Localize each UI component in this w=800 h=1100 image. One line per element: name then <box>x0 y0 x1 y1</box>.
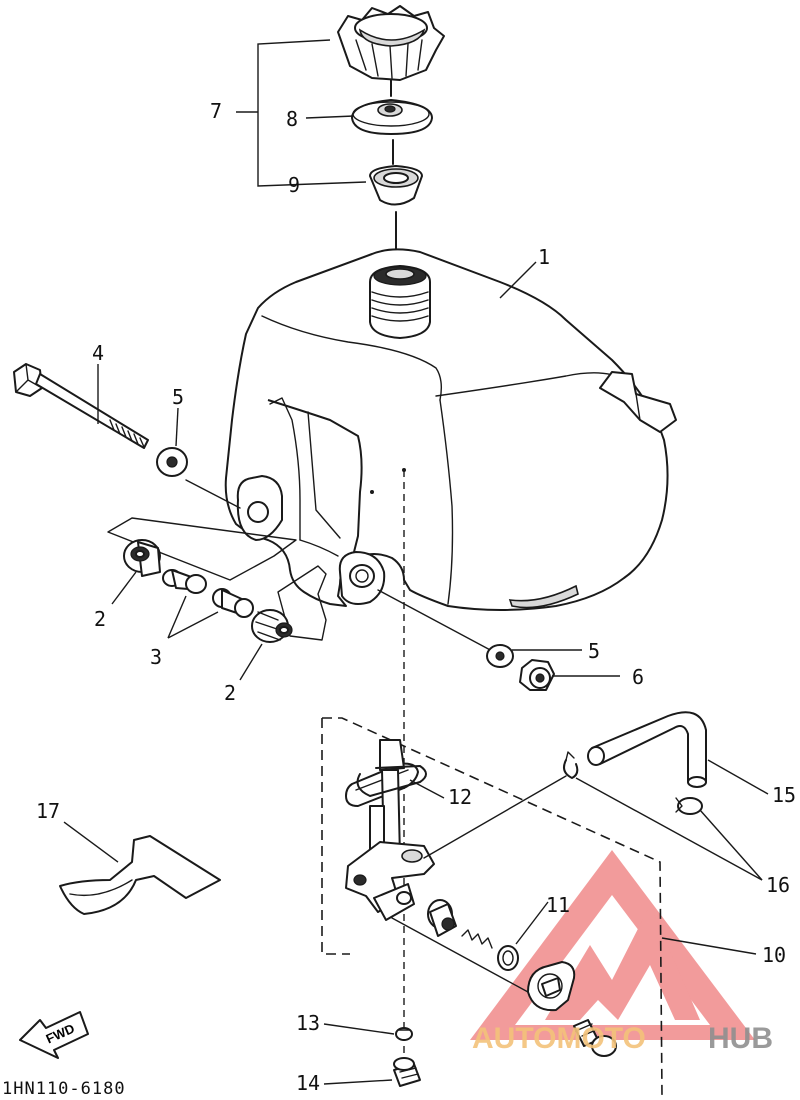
leader-15 <box>707 759 769 795</box>
callout-8: 8 <box>286 107 298 131</box>
watermark-text-automoto: AUTOMOTO <box>472 1022 646 1055</box>
leader-14 <box>323 1079 393 1085</box>
filler-cap-seal <box>369 165 423 206</box>
hose-clip-1 <box>563 751 579 779</box>
leader-1 <box>499 261 537 299</box>
leader-13 <box>323 1023 395 1035</box>
fwd-arrow-icon: FWD <box>19 1011 89 1059</box>
watermark-text-hub: HUB <box>708 1022 773 1055</box>
screw-14 <box>393 1057 421 1087</box>
mount-panel-2 <box>277 565 327 641</box>
damper-lower <box>251 609 293 643</box>
fuel-cock-lever <box>527 961 576 1012</box>
callout-1: 1 <box>538 245 550 269</box>
mount-panel-1 <box>107 517 297 581</box>
hose-leader-line <box>423 775 567 859</box>
watermark-text: AUTOMOTO HUB <box>472 1022 773 1055</box>
leader-11 <box>515 901 549 945</box>
callout-5-lower: 5 <box>588 639 600 663</box>
cap-gasket <box>351 99 433 135</box>
leader-16a <box>699 809 763 881</box>
leader-5a <box>175 407 179 447</box>
callout-9: 9 <box>288 173 300 197</box>
callout-17: 17 <box>36 799 60 823</box>
callout-14: 14 <box>296 1071 320 1095</box>
fuel-cock-spring <box>461 929 493 949</box>
lever-screw <box>573 1019 617 1057</box>
callout-13: 13 <box>296 1011 320 1035</box>
diagram-code: 1HN110-6180 <box>2 1079 126 1099</box>
callout-16: 16 <box>766 873 790 897</box>
callout-15: 15 <box>772 783 796 807</box>
damper-upper <box>123 539 161 577</box>
callout-12: 12 <box>448 785 472 809</box>
bolt-axis-line <box>185 479 241 509</box>
o-ring <box>497 945 519 971</box>
callout-10: 10 <box>762 943 786 967</box>
leader-8 <box>305 115 355 119</box>
callout-5-upper: 5 <box>172 385 184 409</box>
collar-upper <box>162 569 207 594</box>
fuel-tank <box>224 248 677 611</box>
collar-lower <box>212 588 254 618</box>
callout-6: 6 <box>632 665 644 689</box>
mounting-bolt <box>13 363 149 449</box>
callout-4: 4 <box>92 341 104 365</box>
warning-label <box>59 835 221 915</box>
clip <box>356 765 427 797</box>
washer-13 <box>395 1027 413 1041</box>
fuel-hose <box>587 711 707 788</box>
rear-axis-line <box>377 589 495 653</box>
callout-3: 3 <box>150 645 162 669</box>
hose-clip-2 <box>675 797 703 815</box>
leader-2a <box>111 571 137 605</box>
leader-3a <box>167 595 187 639</box>
leader-17 <box>63 821 119 863</box>
cock-axis-line <box>391 917 529 993</box>
fuel-cock-group-boundary <box>321 717 663 1097</box>
leader-12 <box>409 779 445 799</box>
leader-3b <box>167 611 219 639</box>
filler-neck <box>369 265 431 339</box>
washer-lower <box>486 644 514 668</box>
leader-16b <box>575 777 763 881</box>
leader-2b <box>239 643 263 681</box>
fuel-cock-body <box>345 841 435 921</box>
bracket-7 <box>257 39 367 187</box>
fuel-cap <box>337 5 445 81</box>
callout-2-lower: 2 <box>224 681 236 705</box>
nut <box>519 659 555 691</box>
callout-2-upper: 2 <box>94 607 106 631</box>
watermark-logo <box>470 850 755 1040</box>
fuel-cock-plunger <box>427 899 457 937</box>
callout-7: 7 <box>210 99 222 123</box>
leader-10 <box>661 937 757 955</box>
washer-upper <box>156 447 188 477</box>
callout-11: 11 <box>546 893 570 917</box>
